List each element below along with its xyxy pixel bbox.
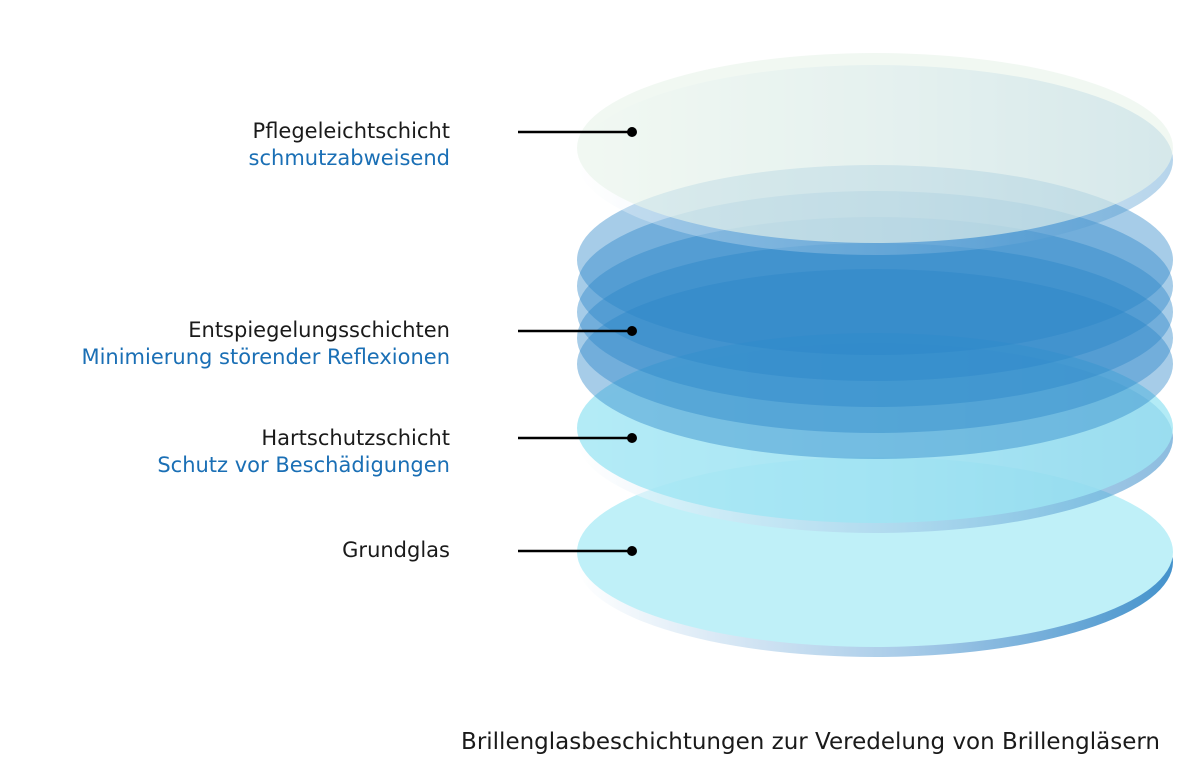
label-hard-coat: Hartschutzschicht Schutz vor Beschädigun… bbox=[157, 425, 450, 479]
layer-title: Entspiegelungsschichten bbox=[188, 318, 450, 342]
pointer-base-glass bbox=[518, 546, 637, 556]
diagram-caption: Brillenglasbeschichtungen zur Veredelung… bbox=[461, 729, 1160, 755]
label-anti-reflection: Entspiegelungsschichten Minimierung stör… bbox=[81, 317, 450, 371]
layer-title: Hartschutzschicht bbox=[261, 426, 450, 450]
layer-title: Pflegeleichtschicht bbox=[252, 119, 450, 143]
pointer-anti-reflection bbox=[518, 326, 637, 336]
pointer-easy-care bbox=[518, 127, 637, 137]
layer-subtitle: Minimierung störender Reflexionen bbox=[81, 345, 450, 369]
disc-hard-coat bbox=[577, 333, 1173, 533]
disc-easy-care-coat bbox=[577, 53, 1173, 255]
label-base-glass: Grundglas bbox=[342, 537, 450, 564]
layer-title: Grundglas bbox=[342, 538, 450, 562]
pointer-hard-coat bbox=[518, 433, 637, 443]
layer-subtitle: schmutzabweisend bbox=[248, 146, 450, 170]
layer-subtitle: Schutz vor Beschädigungen bbox=[157, 453, 450, 477]
label-easy-care-coat: Pflegeleichtschicht schmutzabweisend bbox=[249, 118, 450, 172]
